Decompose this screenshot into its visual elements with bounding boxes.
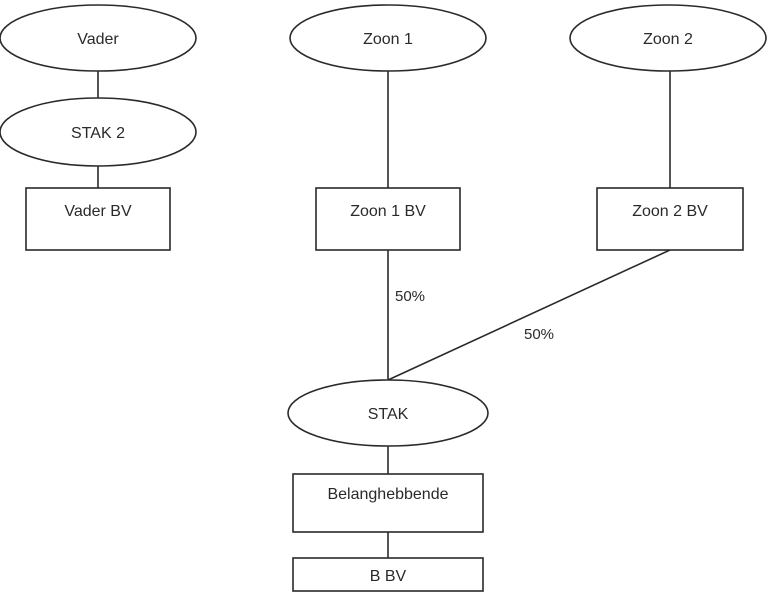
belanghebbende-box (292, 473, 484, 533)
node-belanghebbende: Belanghebbende (292, 473, 484, 533)
zoon2-bv-label: Zoon 2 BV (632, 203, 708, 220)
stak-ellipse (287, 379, 489, 447)
zoon1-ellipse (289, 4, 487, 72)
zoon1-bv-box (315, 187, 461, 251)
node-stak2: STAK 2 (0, 97, 197, 167)
vader-bv-label: Vader BV (64, 203, 132, 220)
vader-ellipse (0, 4, 197, 72)
zoon2-ellipse (569, 4, 767, 72)
node-zoon1-bv: Zoon 1 BV (315, 187, 461, 251)
node-zoon1: Zoon 1 (289, 4, 487, 72)
stak-label: STAK (368, 406, 409, 423)
zoon1-bv-label: Zoon 1 BV (350, 203, 426, 220)
edge-zoon2-bv-stak (387, 249, 671, 381)
zoon1-label: Zoon 1 (363, 31, 413, 48)
edge-label-zoon1-bv: 50% (395, 288, 425, 305)
zoon2-bv-box (596, 187, 744, 251)
node-b-bv: B BV (292, 557, 484, 592)
node-vader: Vader (0, 4, 197, 72)
connectors (97, 70, 671, 558)
stak2-ellipse (0, 97, 197, 167)
vader-bv-box (25, 187, 171, 251)
zoon2-label: Zoon 2 (643, 31, 693, 48)
node-zoon2: Zoon 2 (569, 4, 767, 72)
node-vader-bv: Vader BV (25, 187, 171, 251)
node-stak: STAK (287, 379, 489, 447)
stak2-label: STAK 2 (71, 125, 125, 142)
b-bv-label: B BV (370, 568, 407, 585)
b-bv-box (292, 557, 484, 592)
vader-label: Vader (77, 31, 119, 48)
edge-label-zoon2-bv: 50% (524, 326, 554, 343)
belanghebbende-label: Belanghebbende (327, 486, 448, 503)
node-zoon2-bv: Zoon 2 BV (596, 187, 744, 251)
